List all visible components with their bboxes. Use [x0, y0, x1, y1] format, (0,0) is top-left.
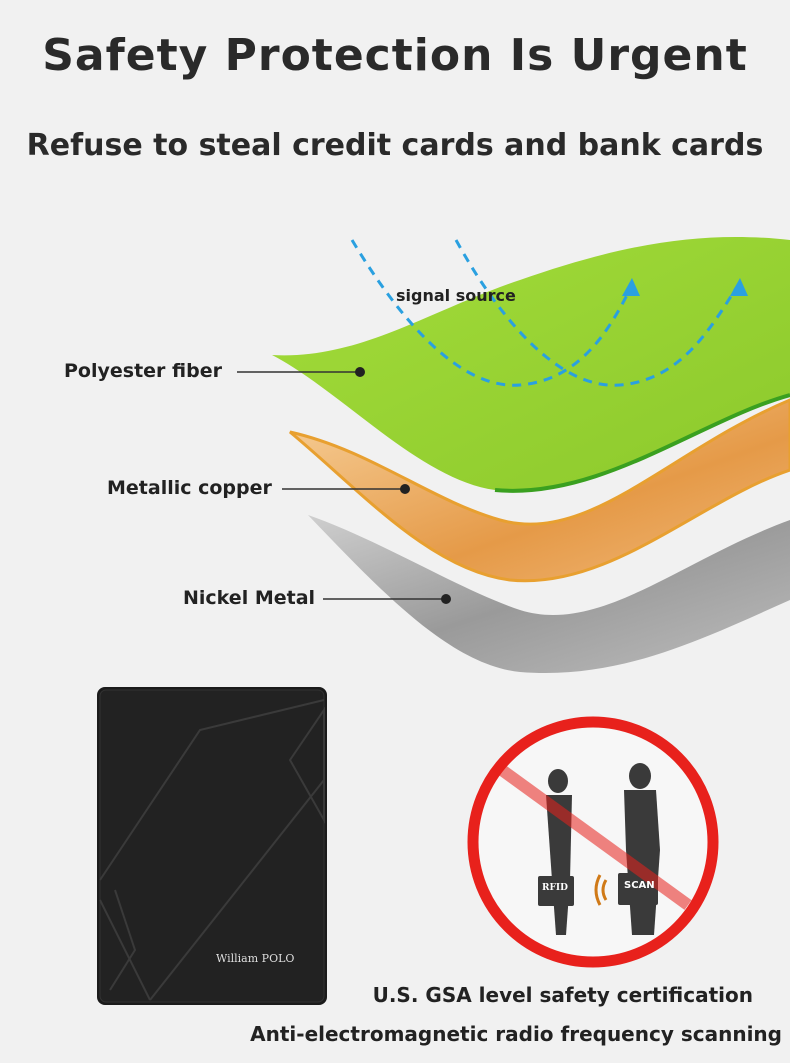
certification-text: U.S. GSA level safety certification	[372, 983, 753, 1007]
polyester-layer	[272, 236, 790, 491]
page-subtitle: Refuse to steal credit cards and bank ca…	[26, 128, 764, 163]
nickel-layer	[308, 515, 790, 674]
copper-dot	[400, 484, 410, 494]
scanning-text: Anti-electromagnetic radio frequency sca…	[250, 1022, 782, 1046]
polyester-fiber-label: Polyester fiber	[64, 360, 222, 382]
copper-layer	[289, 398, 790, 583]
page-title: Safety Protection Is Urgent	[42, 30, 748, 81]
nickel-metal-label: Nickel Metal	[183, 587, 316, 609]
scan-tag: SCAN	[624, 880, 655, 891]
no-rfid-sign	[467, 716, 719, 968]
wallet-brand: William POLO	[216, 952, 295, 965]
nickel-dot	[441, 594, 451, 604]
metallic-copper-label: Metallic copper	[107, 477, 272, 499]
wallet-image	[97, 687, 327, 1005]
signal-arrows	[350, 239, 740, 387]
rfid-tag: RFID	[542, 883, 568, 893]
signal-source-label: signal source	[396, 286, 516, 305]
polyester-dot	[355, 367, 365, 377]
